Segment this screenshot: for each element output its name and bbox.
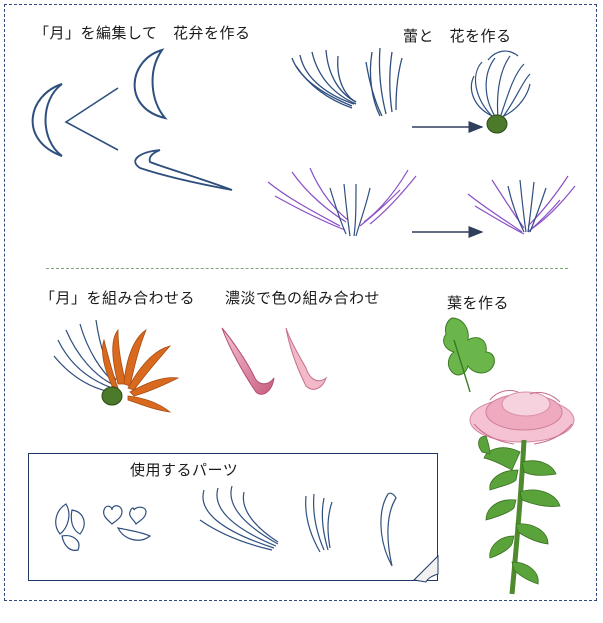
- plant-stem: [509, 439, 527, 595]
- pink-petal-small: [285, 327, 327, 390]
- pink-petal-large: [221, 327, 275, 395]
- combined-calyx: [101, 386, 123, 406]
- petal-cluster-navy-2: [365, 47, 403, 117]
- plant-leaves: [478, 435, 561, 585]
- label-shade-combine: 濃淡で色の組み合わせ: [225, 289, 381, 307]
- leaf-stem: [453, 339, 471, 393]
- edited-petal-shape: [133, 48, 168, 120]
- branch-lines: [64, 87, 119, 151]
- bud-calyx: [486, 114, 508, 134]
- petal-cluster-navy-1: [291, 49, 357, 109]
- part-single-hook: [380, 492, 397, 567]
- outer-dashed-frame: [4, 4, 597, 601]
- orange-petals: [102, 328, 180, 413]
- part-long-petals: [199, 485, 279, 551]
- part-tall-petals: [305, 493, 333, 553]
- label-combine-moon: 「月」を組み合わせる: [40, 289, 196, 307]
- parts-box: [28, 453, 438, 581]
- hook-petal-shape: [134, 149, 233, 191]
- crescent-moon-shape: [31, 83, 63, 157]
- part-leaf-bud: [55, 503, 85, 551]
- page-curl-corner: [412, 554, 439, 583]
- label-parts: 使用するパーツ: [130, 461, 239, 479]
- petal-row-purple: [267, 167, 417, 237]
- label-edit-moon: 「月」を編集して 花弁を作る: [34, 24, 251, 42]
- flower-purple: [467, 175, 576, 235]
- bud-flower: [470, 50, 531, 119]
- label-make-leaf: 葉を作る: [447, 294, 510, 312]
- label-bud-flower: 蕾と 花を作る: [403, 27, 512, 45]
- section-divider: [46, 268, 568, 269]
- leaf-shape: [443, 317, 495, 376]
- part-hearts: [103, 505, 152, 541]
